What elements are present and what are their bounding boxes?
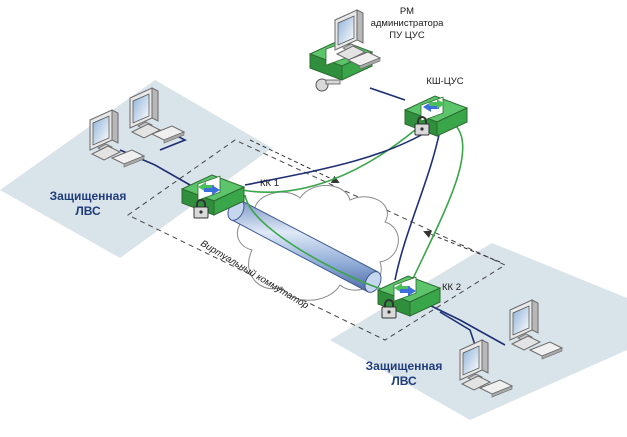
computer-icon [89,109,121,161]
kk2-label: КК 2 [442,282,461,293]
computer-icon [509,299,541,351]
admin-workstation [309,9,381,92]
computer-icon [334,9,366,61]
kk2-device [377,275,441,319]
encrypted-tunnel [227,199,382,293]
admin-label-line1: РМ [400,6,414,17]
lan-top-label-line2: ЛВС [75,204,101,218]
admin-label-line3: ПУ ЦУС [389,30,425,41]
computer-icon [129,87,161,139]
kshcus-device [404,95,468,137]
arrow-icon [423,99,445,112]
lan-zone-top [0,80,272,258]
lan-top-label-line1: Защищенная [50,189,127,203]
lan-bottom-label-line1: Защищенная [366,359,443,373]
computer-icon [459,339,491,391]
arrow-icon [394,283,416,296]
arrow-icon [198,182,220,195]
kshcus-label: КШ-ЦУС [426,76,463,87]
kk1-label: КК 1 [260,178,279,189]
key-icon [315,78,341,92]
admin-label-line2: администратора [371,18,444,29]
lan-zone-bottom [330,243,627,420]
kk1-device [181,174,245,219]
lan-bottom-label-line2: ЛВС [391,374,417,388]
arrow-top [249,139,340,184]
